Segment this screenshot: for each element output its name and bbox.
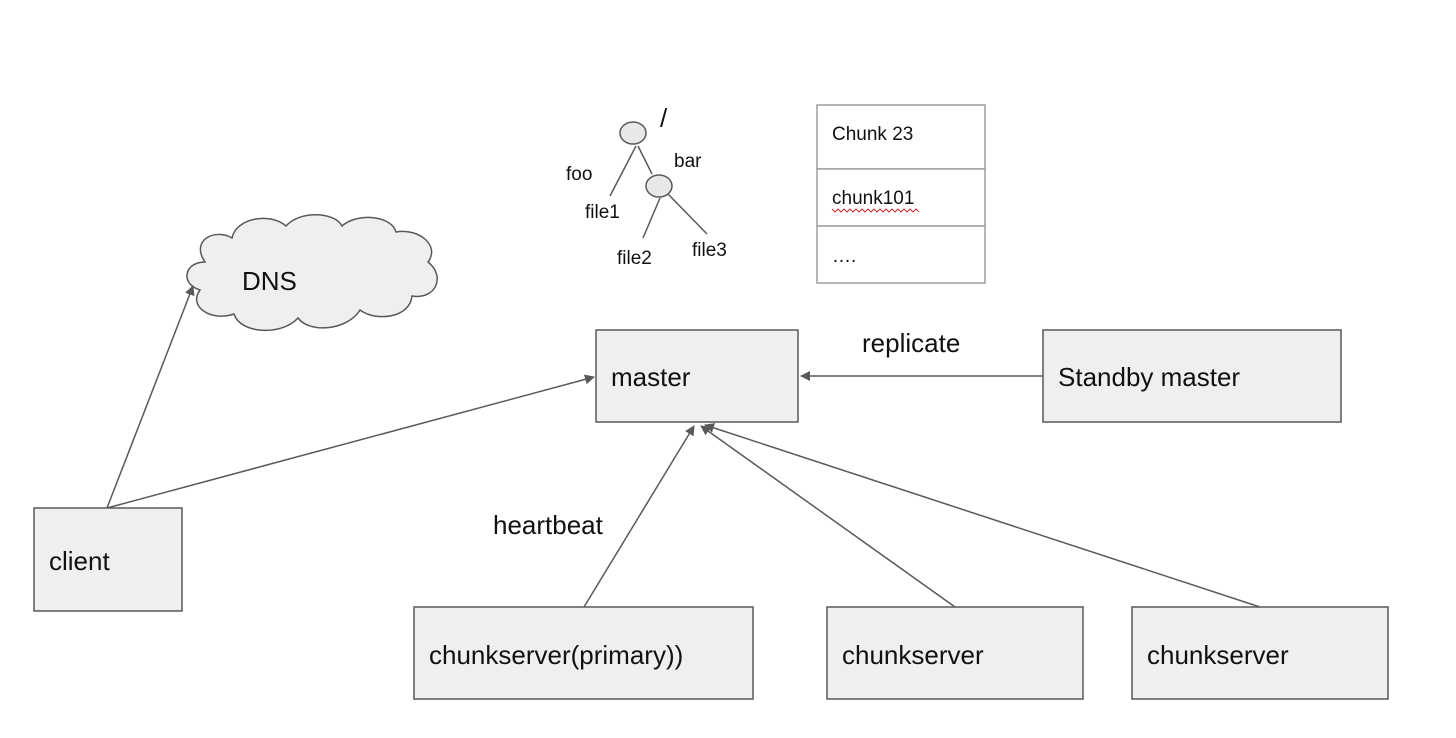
dns-cloud: DNS xyxy=(186,214,438,331)
master-node: master xyxy=(595,329,799,423)
tree-bar-label: bar xyxy=(674,151,702,172)
edge-chunkserver2-to-master xyxy=(700,425,956,608)
chunk-table-row xyxy=(816,168,986,227)
tree-file2-label: file2 xyxy=(617,248,652,269)
tree-foo-label: foo xyxy=(566,164,592,185)
chunkserver-node: chunkserver xyxy=(826,606,1084,700)
tree-edge-file2 xyxy=(642,197,661,239)
chunkserver-label: chunkserver xyxy=(1147,640,1289,670)
tree-edge-foo xyxy=(609,145,637,197)
edge-client-to-dns xyxy=(106,285,195,509)
tree-file3-label: file3 xyxy=(692,240,727,261)
standby-master-node: Standby master xyxy=(1042,329,1342,423)
edge-chunkserver3-to-master xyxy=(704,423,1261,608)
tree-root-label: / xyxy=(660,103,668,133)
replicate-label: replicate xyxy=(862,328,960,358)
chunk-table: Chunk 23 chunk101 …. xyxy=(816,104,986,284)
edge-primary-to-master xyxy=(583,425,695,608)
chunk-table-row xyxy=(816,104,986,170)
client-node: client xyxy=(33,507,183,612)
tree-root-node xyxy=(619,121,647,145)
chunk-table-row xyxy=(816,225,986,284)
chunkserver-node: chunkserver xyxy=(1131,606,1389,700)
tree-bar-node xyxy=(645,174,673,198)
chunk-row-label: Chunk 23 xyxy=(832,124,913,145)
chunk-row-label: …. xyxy=(832,246,856,267)
edges: replicate heartbeat xyxy=(106,285,1261,608)
namespace-tree: / foo bar file1 file2 file3 xyxy=(566,103,727,269)
client-label: client xyxy=(49,546,110,576)
tree-file1-label: file1 xyxy=(585,202,620,223)
tree-edge-bar xyxy=(637,145,653,175)
spellcheck-underline xyxy=(831,208,920,213)
standby-master-label: Standby master xyxy=(1058,362,1240,392)
heartbeat-label: heartbeat xyxy=(493,510,604,540)
chunkserver-primary-node: chunkserver(primary)) xyxy=(413,606,754,700)
tree-edge-file3 xyxy=(667,193,708,235)
edge-client-to-master xyxy=(106,374,595,509)
chunkserver-label: chunkserver xyxy=(842,640,984,670)
dns-label: DNS xyxy=(242,266,297,296)
master-label: master xyxy=(611,362,691,392)
chunk-row-label: chunk101 xyxy=(832,188,914,209)
chunkserver-primary-label: chunkserver(primary)) xyxy=(429,640,683,670)
